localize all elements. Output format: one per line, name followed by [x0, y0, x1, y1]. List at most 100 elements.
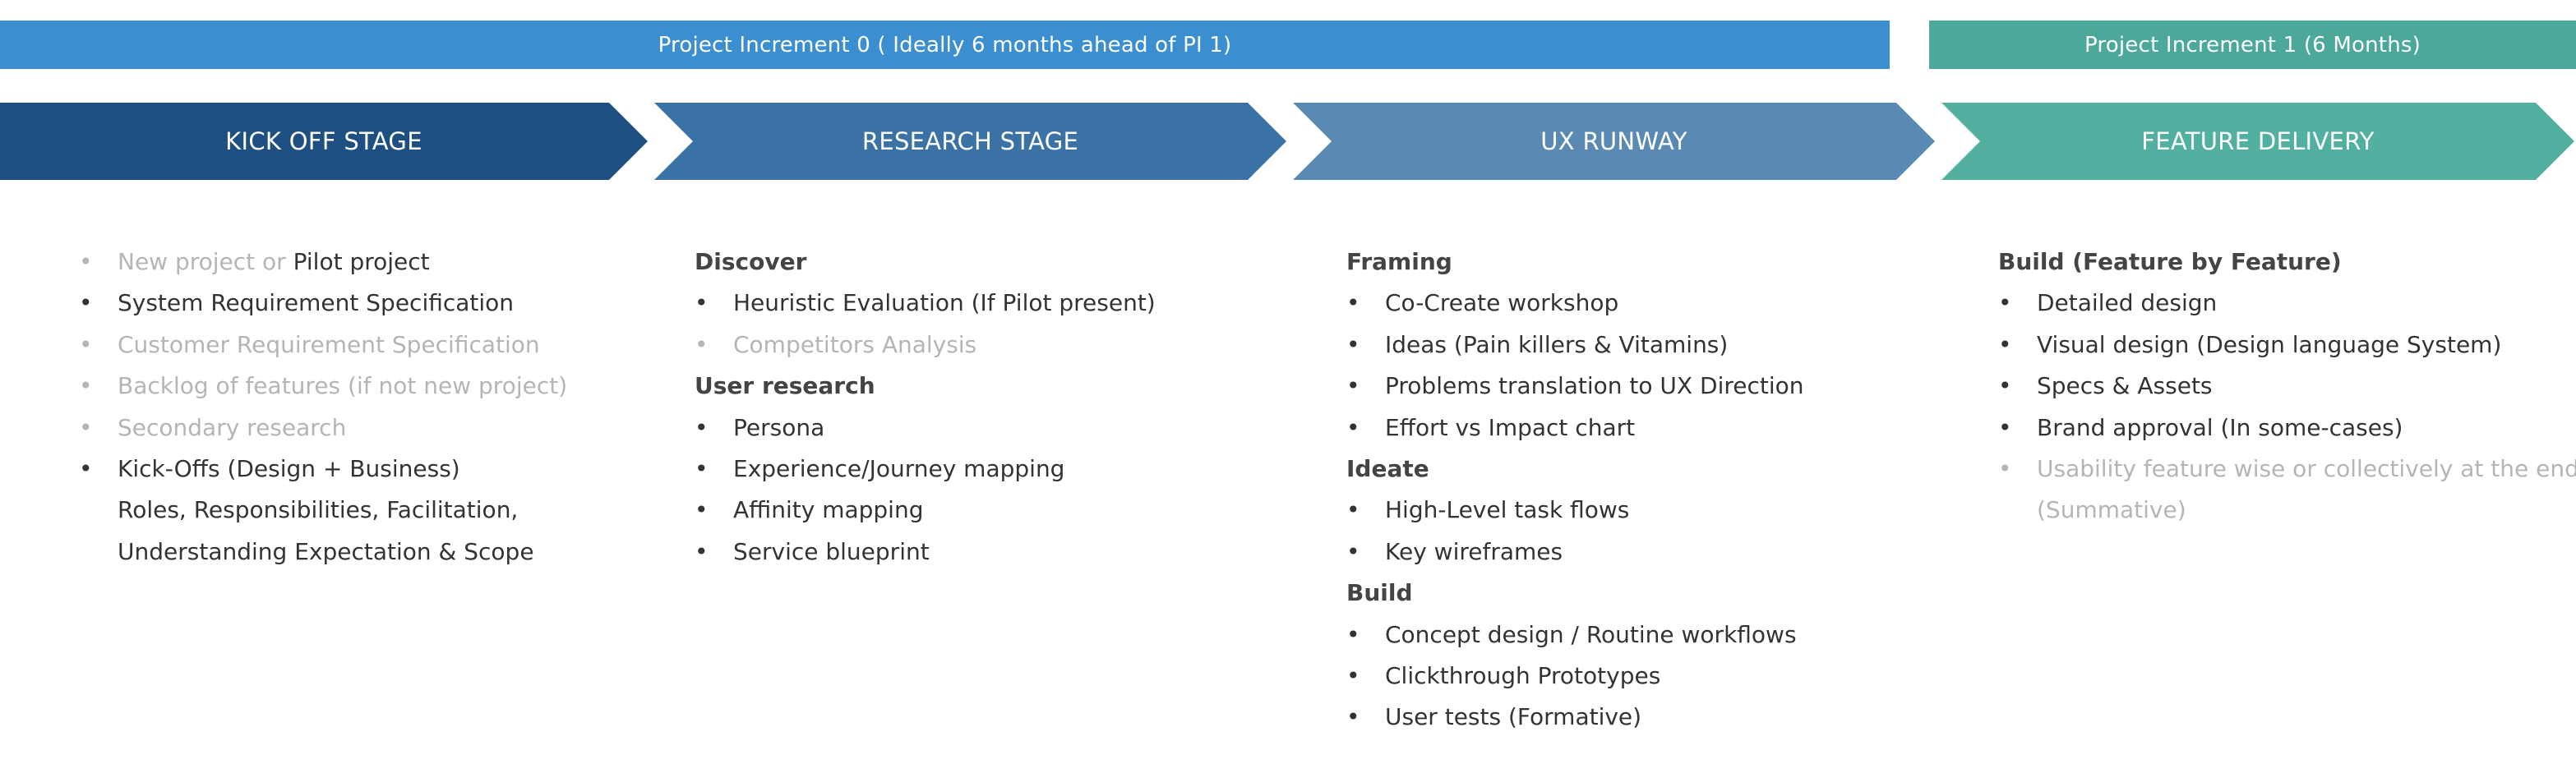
item-text: Competitors Analysis — [733, 330, 977, 358]
bullet-icon: • — [1346, 289, 1360, 317]
research-activity-list: Discover •Heuristic Evaluation (If Pilot … — [695, 243, 1156, 574]
item-text: Detailed design — [2037, 289, 2218, 317]
item-text: Service blueprint — [733, 537, 930, 565]
bullet-icon: • — [1998, 330, 2012, 358]
bullet-icon: • — [79, 289, 93, 317]
feature-delivery-activity-list: Build (Feature by Feature) • Detailed desi… — [1998, 243, 2576, 533]
list-item: • Specs & Assets — [1998, 367, 2576, 408]
list-item: •Co-Create workshop — [1346, 284, 1804, 325]
item-text: Effort vs Impact chart — [1385, 413, 1636, 441]
item-text: Build (Feature by Feature) — [1998, 248, 2342, 275]
section-heading: Framing — [1346, 243, 1804, 284]
list-item: •Heuristic Evaluation (If Pilot present) — [695, 284, 1156, 325]
item-text: User tests (Formative) — [1385, 703, 1642, 731]
list-item: • Visual design (Design language System) — [1998, 326, 2576, 367]
section-heading: User research — [695, 367, 1156, 408]
item-text: Problems translation to UX Direction — [1385, 372, 1804, 400]
stage-chevron-ux-runway — [1293, 103, 1935, 180]
bullet-icon: • — [695, 413, 709, 441]
item-text: Ideate — [1346, 454, 1429, 482]
item-text: (Summative) — [2037, 496, 2186, 524]
bullet-icon: • — [1346, 620, 1360, 648]
bullet-icon: • — [79, 330, 93, 358]
list-item: • Competitors Analysis — [695, 326, 1156, 367]
item-text: Build — [1346, 579, 1413, 607]
item-text: Brand approval (In some-cases) — [2037, 413, 2403, 441]
bullet-icon: • — [695, 496, 709, 524]
list-item: • Concept design / Routine workflows — [1346, 616, 1804, 657]
list-item: • Usability feature wise or collectively … — [1998, 450, 2576, 491]
stage-chevron-kickoff — [0, 103, 648, 180]
stage-label-kickoff: KICK OFF STAGE — [225, 127, 422, 155]
stage-chevron-feature-delivery — [1941, 103, 2574, 180]
item-text: Persona — [733, 413, 825, 441]
bullet-icon: • — [1998, 372, 2012, 400]
stage-label-research: RESEARCH STAGE — [861, 127, 1079, 155]
item-text: Framing — [1346, 248, 1452, 275]
stage-chevron-research — [654, 103, 1286, 180]
item-text: Customer Requirement Specification — [118, 330, 540, 358]
list-item: • System Requirement Specification — [79, 284, 567, 325]
list-item: • Persona — [695, 409, 1156, 450]
item-text-emphasis: Pilot project — [293, 248, 430, 275]
item-text: Usability feature wise or collectively a… — [2037, 454, 2576, 482]
list-item: • Backlog of features (if not new project… — [79, 367, 567, 408]
list-item: • Customer Requirement Specification — [79, 326, 567, 367]
item-text: User research — [695, 372, 875, 400]
section-heading: Ideate — [1346, 450, 1804, 491]
item-text: Visual design (Design language System) — [2037, 330, 2502, 358]
item-text: New project or — [118, 248, 293, 275]
bullet-icon: • — [1998, 289, 2012, 317]
list-item: • Brand approval (In some-cases) — [1998, 409, 2576, 450]
list-item: • Ideas (Pain killers & Vitamins) — [1346, 326, 1804, 367]
list-item-continuation: Roles, Responsibilities, Facilitation, — [79, 491, 567, 532]
list-item: •Secondary research — [79, 409, 567, 450]
item-text: Discover — [695, 248, 807, 275]
item-text: Concept design / Routine workflows — [1385, 620, 1797, 648]
bullet-icon: • — [695, 454, 709, 482]
list-item: • Affinity mapping — [695, 491, 1156, 532]
list-item: •Kick-Offs (Design + Business) — [79, 450, 567, 491]
list-item: • New project or Pilot project — [79, 243, 567, 284]
item-text: Key wireframes — [1385, 537, 1563, 565]
project-increment-0-label: Project Increment 0 ( Ideally 6 months a… — [658, 32, 1232, 58]
item-text: Experience/Journey mapping — [733, 454, 1065, 482]
list-item: • Problems translation to UX Direction — [1346, 367, 1804, 408]
bullet-icon: • — [695, 289, 709, 317]
bullet-icon: • — [1346, 537, 1360, 565]
bullet-icon: • — [1346, 372, 1360, 400]
project-increment-0-bar: Project Increment 0 ( Ideally 6 months a… — [0, 21, 1890, 69]
bullet-icon: • — [79, 372, 93, 400]
bullet-icon: • — [1346, 330, 1360, 358]
stage-label-feature-delivery: FEATURE DELIVERY — [2141, 127, 2375, 155]
item-text: Roles, Responsibilities, Facilitation, — [118, 496, 519, 524]
item-text: Understanding Expectation & Scope — [118, 537, 534, 565]
list-item: •High-Level task flows — [1346, 491, 1804, 532]
item-text: Kick-Offs (Design + Business) — [118, 454, 460, 482]
section-heading: Build (Feature by Feature) — [1998, 243, 2576, 284]
item-text: High-Level task flows — [1385, 496, 1630, 524]
ux-runway-activity-list: Framing•Co-Create workshop•Ideas (Pain k… — [1346, 243, 1804, 740]
project-increment-1-label: Project Increment 1 (6 Months) — [2084, 32, 2421, 58]
list-item: • Effort vs Impact chart — [1346, 409, 1804, 450]
item-text: Ideas (Pain killers & Vitamins) — [1385, 330, 1729, 358]
bullet-icon: • — [1998, 413, 2012, 441]
project-increment-1-bar: Project Increment 1 (6 Months) — [1929, 21, 2576, 69]
bullet-icon: • — [79, 248, 93, 275]
item-text: Specs & Assets — [2037, 372, 2213, 400]
bullet-icon: • — [1998, 454, 2012, 482]
list-item-continuation: Understanding Expectation & Scope — [79, 533, 567, 574]
item-text: System Requirement Specification — [118, 289, 515, 317]
bullet-icon: • — [1346, 413, 1360, 441]
list-item: • Detailed design — [1998, 284, 2576, 325]
item-text: Affinity mapping — [733, 496, 924, 524]
bullet-icon: • — [695, 330, 709, 358]
bullet-icon: • — [1346, 661, 1360, 689]
list-item: • Key wireframes — [1346, 533, 1804, 574]
item-text: Backlog of features (if not new project) — [118, 372, 568, 400]
bullet-icon: • — [1346, 703, 1360, 731]
bullet-icon: • — [695, 537, 709, 565]
kickoff-activity-list: • New project or Pilot project • System Req… — [79, 243, 567, 574]
item-text: Clickthrough Prototypes — [1385, 661, 1661, 689]
